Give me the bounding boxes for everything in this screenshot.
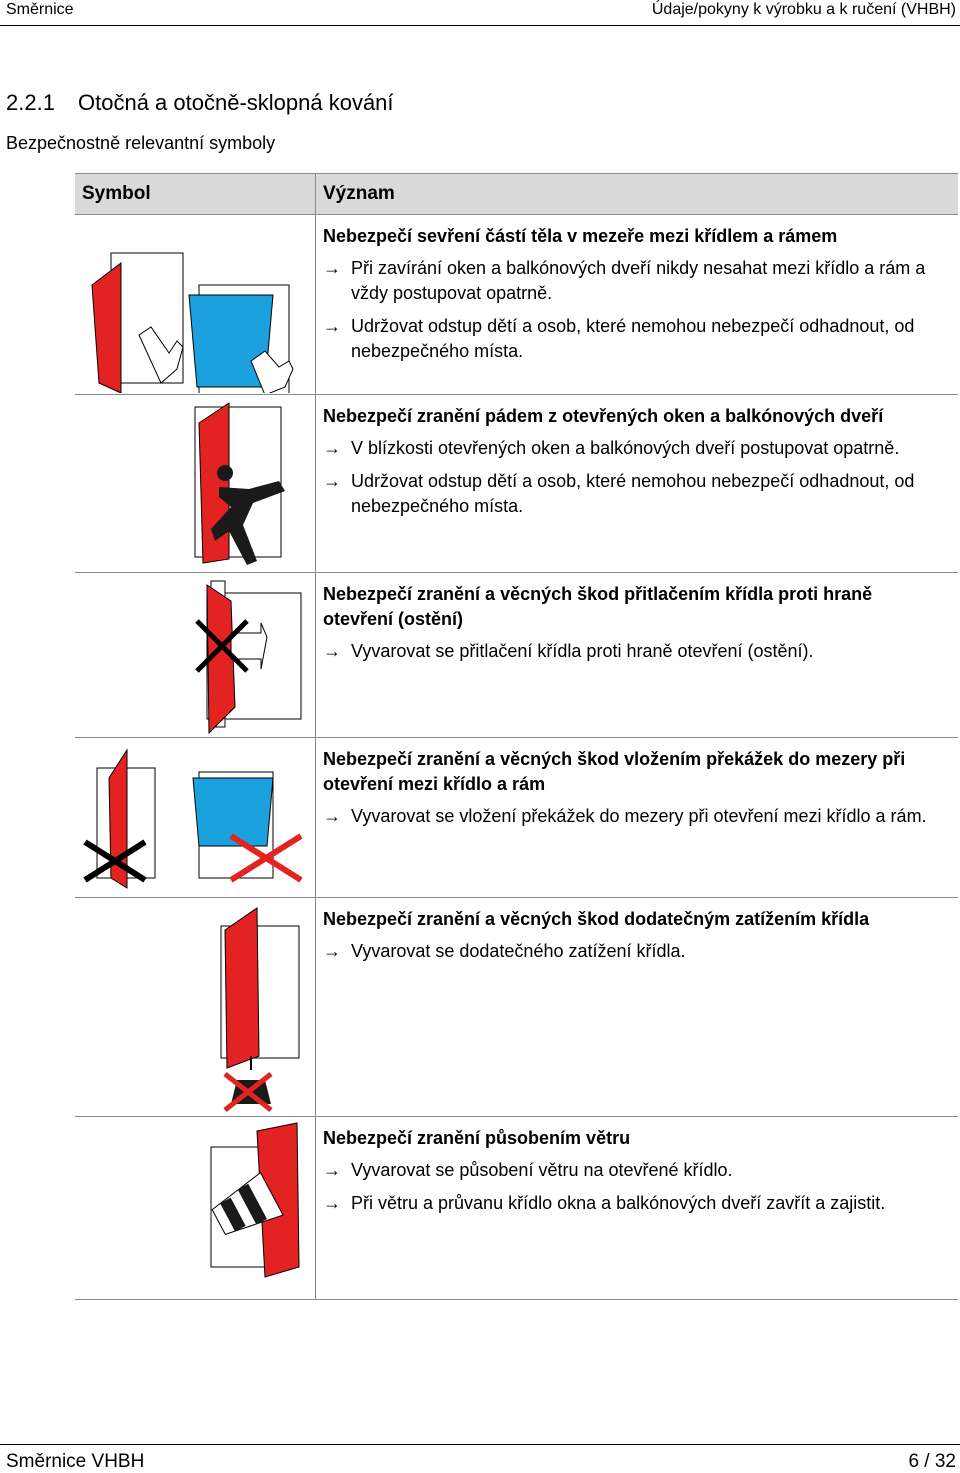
table-row: Nebezpečí zranění působením větru →Vyvar… (75, 1116, 958, 1300)
wind-hazard-icon (210, 1122, 300, 1278)
instruction-item: →Udržovat odstup dětí a osob, které nemo… (323, 471, 915, 516)
arrow-right-icon: → (323, 641, 341, 661)
symbol-cell (75, 214, 316, 395)
instruction-item: →Vyvarovat se působení větru na otevřené… (323, 1158, 946, 1183)
fall-hazard-icon (194, 402, 285, 565)
pinch-hazard-icon (91, 252, 294, 393)
symbol-cell (75, 737, 316, 898)
table-header-row: Symbol Význam (75, 173, 958, 215)
symbol-cell (75, 394, 316, 573)
meaning-cell: Nebezpečí sevření částí těla v mezeře me… (315, 214, 958, 395)
section-title: Otočná a otočně-sklopná kování (78, 90, 394, 115)
hazard-title: Nebezpečí zranění a věcných škod dodateč… (323, 909, 870, 929)
section-subtitle: Bezpečnostně relevantní symboly (6, 133, 276, 153)
arrow-right-icon: → (323, 316, 341, 336)
meaning-cell: Nebezpečí zranění působením větru →Vyvar… (315, 1116, 958, 1300)
meaning-cell: Nebezpečí zranění a věcných škod dodateč… (315, 897, 958, 1117)
hazard-title: Nebezpečí zranění a věcných škod přitlač… (323, 584, 873, 629)
arrow-right-icon: → (323, 1160, 341, 1180)
hazard-title: Nebezpečí zranění a věcných škod vložení… (323, 749, 906, 794)
footer-rule (0, 1444, 960, 1445)
meaning-cell: Nebezpečí zranění a věcných škod vložení… (315, 737, 958, 898)
hazard-title: Nebezpečí zranění působením větru (323, 1128, 631, 1148)
obstacle-gap-icon (83, 748, 303, 889)
instruction-item: →Udržovat odstup dětí a osob, které nemo… (323, 316, 915, 361)
header-left: Směrnice (6, 1, 74, 18)
table-row: Nebezpečí zranění a věcných škod vložení… (75, 737, 958, 898)
arrow-right-icon: → (323, 471, 341, 491)
column-header-meaning: Význam (315, 173, 958, 215)
header-rule (0, 25, 960, 26)
instruction-item: →Vyvarovat se vložení překážek do mezery… (323, 804, 946, 829)
table-row: Nebezpečí zranění a věcných škod dodateč… (75, 897, 958, 1117)
instruction-item: →Při větru a průvanu křídlo okna a balkó… (323, 1191, 946, 1216)
section-heading: 2.2.1 Otočná a otočně-sklopná kování (6, 90, 394, 116)
symbol-cell (75, 897, 316, 1117)
arrow-right-icon: → (323, 258, 341, 278)
additional-load-icon (220, 907, 300, 1112)
arrow-right-icon: → (323, 806, 341, 826)
header-right: Údaje/pokyny k výrobku a k ručení (VHBH) (651, 1, 956, 18)
page-number: 6 / 32 (908, 1451, 956, 1472)
page-header: Směrnice Údaje/pokyny k výrobku a k ruče… (0, 0, 960, 26)
table-row: Nebezpečí zranění a věcných škod přitlač… (75, 572, 958, 738)
table-row: Nebezpečí zranění pádem z otevřených oke… (75, 394, 958, 573)
instruction-item: →Vyvarovat se dodatečného zatížení křídl… (323, 939, 946, 964)
symbol-cell (75, 1116, 316, 1300)
instruction-item: →Vyvarovat se přitlačení křídla proti hr… (323, 639, 946, 664)
meaning-cell: Nebezpečí zranění a věcných škod přitlač… (315, 572, 958, 738)
symbol-cell (75, 572, 316, 738)
column-header-symbol: Symbol (75, 173, 316, 215)
instruction-item: →V blízkosti otevřených oken a balkónový… (323, 436, 946, 461)
arrow-right-icon: → (323, 941, 341, 961)
symbols-table: Symbol Význam Nebezpečí sevření částí tě… (75, 173, 958, 1300)
arrow-right-icon: → (323, 438, 341, 458)
instruction-item: →Při zavírání oken a balkónových dveří n… (323, 258, 926, 303)
footer-left: Směrnice VHBH (6, 1451, 145, 1472)
hazard-title: Nebezpečí zranění pádem z otevřených oke… (323, 406, 884, 426)
hazard-title: Nebezpečí sevření částí těla v mezeře me… (323, 226, 838, 246)
arrow-right-icon: → (323, 1193, 341, 1213)
section-number: 2.2.1 (6, 90, 55, 115)
meaning-cell: Nebezpečí zranění pádem z otevřených oke… (315, 394, 958, 573)
table-row: Nebezpečí sevření částí těla v mezeře me… (75, 214, 958, 395)
jamb-pressure-icon (195, 580, 302, 735)
